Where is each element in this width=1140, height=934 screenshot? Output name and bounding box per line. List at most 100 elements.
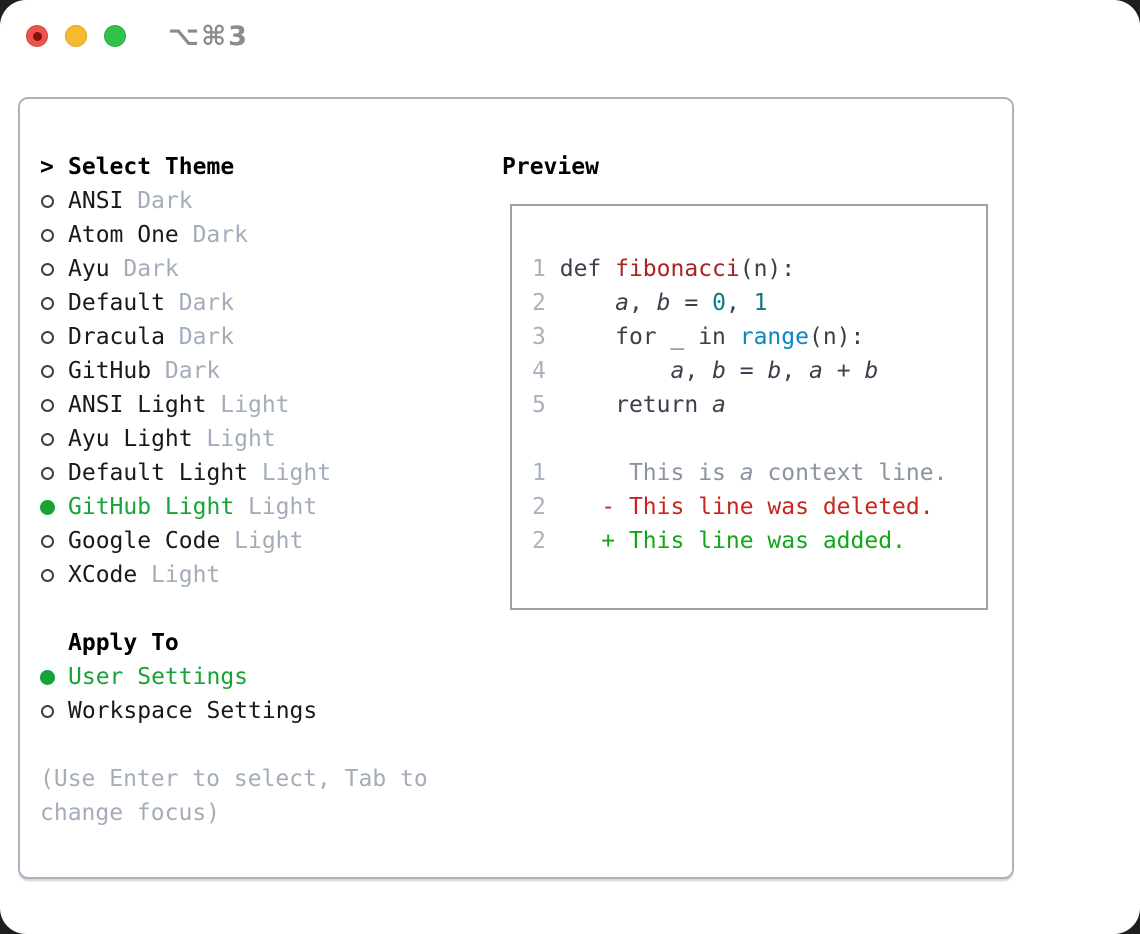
 <box>40 364 68 378</box>
theme-variant: Light <box>220 392 290 418</box>
code-token: - This line was deleted. <box>559 494 934 520</box>
traffic-lights <box>26 25 126 47</box>
select-theme-header: > Select Theme <box>40 150 490 184</box>
apply-label: Workspace Settings <box>68 698 318 724</box>
line-number: 4 <box>532 358 546 384</box>
theme-label: Atom One <box>68 222 179 248</box>
code-token: , <box>684 358 713 384</box>
code-token: b <box>767 358 782 384</box>
code-token: = <box>725 358 768 384</box>
radio-icon <box>41 330 54 344</box>
theme-variant: Light <box>151 562 221 588</box>
code-token: (n): <box>808 324 865 350</box>
radio-icon <box>41 704 54 718</box>
code-token: a <box>739 460 754 486</box>
line-number: 3 <box>532 324 546 350</box>
theme-label: Ayu <box>68 256 110 282</box>
code-token: 1 <box>753 290 768 316</box>
theme-label: GitHub <box>68 358 152 384</box>
 <box>40 568 68 582</box>
close-button-dot-icon <box>32 31 42 41</box>
code-token: fibonacci <box>615 256 740 282</box>
radio-icon <box>41 262 54 276</box>
code-token: + <box>822 358 865 384</box>
code-token: b <box>712 358 726 384</box>
zoom-button[interactable] <box>104 25 126 47</box>
code-token: a <box>670 358 685 384</box>
theme-variant: Dark <box>178 324 235 350</box>
theme-option-github[interactable]: GitHub Dark <box>40 354 490 388</box>
titlebar: ⌥⌘3 <box>0 0 1140 72</box>
 <box>40 398 68 412</box>
window-title: ⌥⌘3 <box>168 20 249 52</box>
 <box>40 669 68 685</box>
radio-icon <box>41 398 54 412</box>
code-token: b <box>656 290 671 316</box>
theme-variant: Dark <box>137 188 193 214</box>
line-number: 1 <box>532 256 546 282</box>
code-token: , <box>781 358 810 384</box>
radio-selected-icon <box>40 669 55 685</box>
theme-option-ayu[interactable]: Ayu Dark <box>40 252 490 286</box>
radio-icon <box>41 228 54 242</box>
theme-variant: Dark <box>164 358 221 384</box>
minimize-button[interactable] <box>65 25 87 47</box>
code-token: (n): <box>739 256 796 282</box>
theme-variant: Dark <box>178 290 235 316</box>
code-token: a <box>615 290 629 316</box>
theme-variant: Dark <box>192 222 248 248</box>
code-token: 0 <box>712 290 726 316</box>
preview-title: Preview <box>502 154 599 180</box>
radio-icon <box>41 364 54 378</box>
apply-option-user-settings[interactable]: User Settings <box>40 660 490 694</box>
 <box>40 296 68 310</box>
theme-variant: Light <box>261 460 332 486</box>
code-line: 3 for _ in range(n): <box>532 320 986 354</box>
code-token: for _ in <box>559 324 740 350</box>
diff-added-line: 2 + This line was added. <box>532 524 986 558</box>
 <box>40 499 68 515</box>
 <box>40 228 68 242</box>
code-token <box>560 290 615 316</box>
diff-deleted-line: 2 - This line was deleted. <box>532 490 986 524</box>
radio-icon <box>41 296 54 310</box>
 <box>40 262 68 276</box>
close-button[interactable] <box>26 25 48 47</box>
 <box>40 534 68 548</box>
blank-line <box>532 422 986 456</box>
code-token: def <box>559 256 616 282</box>
code-token: a <box>809 358 823 384</box>
theme-option-atom-one[interactable]: Atom One Dark <box>40 218 490 252</box>
theme-label: Google Code <box>68 528 221 554</box>
radio-icon <box>41 194 54 208</box>
code-token: , <box>628 290 657 316</box>
line-number: 2 <box>532 528 546 554</box>
apply-to-header: Apply To <box>40 626 490 660</box>
apply-option-workspace-settings[interactable]: Workspace Settings <box>40 694 490 728</box>
theme-label: Ayu Light <box>68 426 193 452</box>
radio-icon <box>41 534 54 548</box>
 <box>40 466 68 480</box>
theme-variant: Dark <box>123 256 179 282</box>
code-token: range <box>739 324 809 350</box>
 <box>40 194 68 208</box>
radio-icon <box>41 432 54 446</box>
code-line: 4 a, b = b, a + b <box>532 354 986 388</box>
code-token: a <box>712 392 726 418</box>
code-token <box>560 358 671 384</box>
code-token: = <box>670 290 713 316</box>
